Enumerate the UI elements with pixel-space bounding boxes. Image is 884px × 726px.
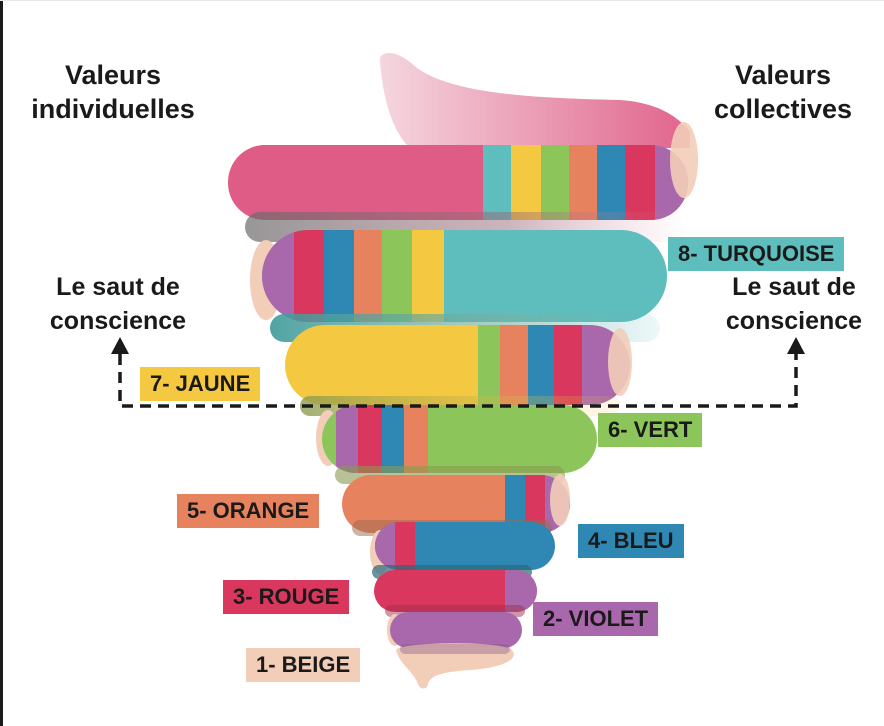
heading-collective-line2: collectives [713,94,853,124]
spiral-band-pink [228,145,688,220]
heading-individual-values: Valeurs individuelles [8,58,218,126]
level-tag-beige: 1- BEIGE [246,648,361,682]
heading-individual-line1: Valeurs [64,60,162,90]
level-tag-orange: 5- ORANGE [177,494,320,528]
level-tag-rouge: 3- ROUGE [223,580,350,614]
spiral-band-blue [375,522,555,570]
top-edge [0,0,884,1]
level-tag-violet: 2- VIOLET [533,602,659,636]
spiral-band-yellow [285,325,630,405]
spiral-band-turquoise [262,230,667,322]
level-tag-jaune: 7- JAUNE [140,367,261,401]
jump-label-right: Le saut de conscience [696,270,884,338]
heading-collective-line1: Valeurs [734,60,832,90]
spiral-band-beige [396,643,514,689]
jump-arrow-right-icon [787,337,805,354]
level-tag-vert: 6- VERT [598,413,703,447]
jump-right-line1: Le saut de [732,273,856,301]
jump-left-line2: conscience [49,307,187,335]
level-tag-bleu: 4- BLEU [578,524,684,558]
jump-left-line1: Le saut de [56,273,180,301]
jump-dashed-line [118,354,798,408]
spiral-top-tail [379,52,690,149]
jump-arrow-left-icon [111,337,129,354]
spiral-band-violet [390,612,522,648]
frame-edge [0,0,3,726]
jump-label-left: Le saut de conscience [18,270,218,338]
heading-individual-line2: individuelles [31,94,195,124]
heading-collective-values: Valeurs collectives [688,58,878,126]
level-tag-turquoise: 8- TURQUOISE [668,237,845,271]
jump-right-line2: conscience [725,307,863,335]
spiral-band-green [322,405,597,473]
